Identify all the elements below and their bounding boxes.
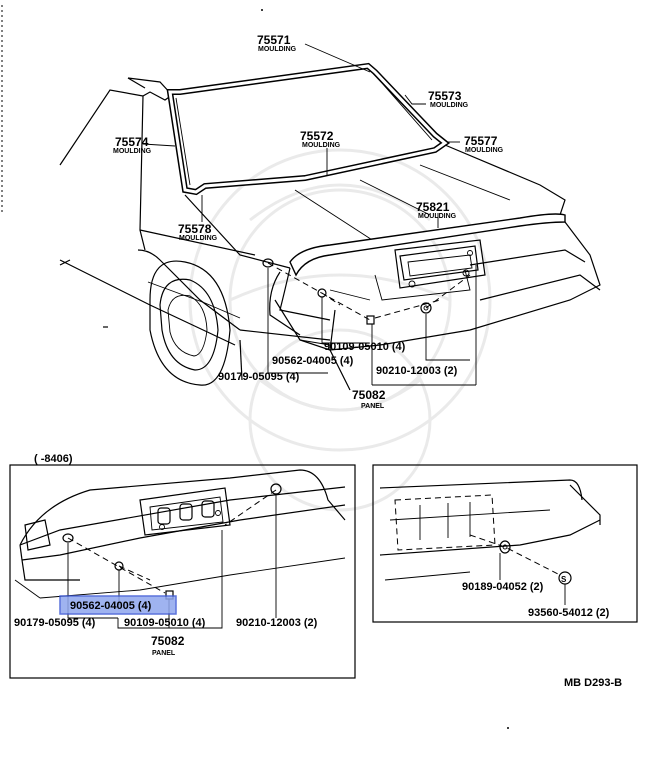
svg-text:MOULDING: MOULDING bbox=[430, 102, 469, 109]
label-75082-panel: 75082 PANEL bbox=[352, 388, 386, 410]
svg-text:75821: 75821 bbox=[416, 200, 450, 214]
svg-text:MOULDING: MOULDING bbox=[418, 213, 457, 220]
main-leader-lines bbox=[142, 43, 477, 386]
label-75574: 75574 MOULDING bbox=[113, 135, 152, 155]
inset-label-75082-panel: 75082 PANEL bbox=[151, 634, 185, 657]
inset-label-90179-05095: 90179-05095 (4) bbox=[14, 617, 96, 629]
svg-text:75578: 75578 bbox=[178, 222, 212, 236]
label-75572: 75572 MOULDING bbox=[300, 129, 341, 149]
label-90179-05095: 90179-05095 (4) bbox=[218, 371, 300, 383]
label-75571: 75571 MOULDING bbox=[257, 33, 297, 53]
watermark-emblem bbox=[188, 148, 492, 512]
svg-text:S: S bbox=[561, 575, 567, 584]
label-75821: 75821 MOULDING bbox=[416, 200, 457, 220]
inset-left: ( -8406) bbox=[9, 453, 356, 679]
svg-text:MOULDING: MOULDING bbox=[179, 235, 218, 242]
inset-label-90562-04005: 90562-04005 (4) bbox=[70, 600, 152, 612]
main-hardware bbox=[262, 258, 471, 325]
inset-left-range: ( -8406) bbox=[34, 453, 73, 465]
inset-label-93560-54012: 93560-54012 (2) bbox=[528, 607, 610, 619]
svg-text:75082: 75082 bbox=[151, 634, 185, 648]
svg-text:PANEL: PANEL bbox=[361, 403, 385, 410]
label-90210-12003: 90210-12003 (2) bbox=[376, 365, 458, 377]
car-rear-view bbox=[59, 62, 601, 391]
inset-label-90210-12003: 90210-12003 (2) bbox=[236, 617, 318, 629]
label-75578: 75578 MOULDING bbox=[178, 222, 218, 242]
stray-dot-2 bbox=[507, 727, 509, 729]
svg-text:75572: 75572 bbox=[300, 129, 334, 143]
label-75577: 75577 MOULDING bbox=[464, 134, 504, 154]
label-75573: 75573 MOULDING bbox=[428, 89, 469, 109]
svg-text:MOULDING: MOULDING bbox=[302, 142, 341, 149]
svg-text:75082: 75082 bbox=[352, 388, 386, 402]
svg-text:MOULDING: MOULDING bbox=[113, 148, 152, 155]
label-90109-05010: 90109-05010 (4) bbox=[324, 341, 406, 353]
svg-text:75573: 75573 bbox=[428, 89, 462, 103]
highlight-90562-04005 bbox=[59, 595, 177, 615]
figure-code: MB D293-B bbox=[564, 677, 622, 689]
svg-text:MOULDING: MOULDING bbox=[465, 147, 504, 154]
inset-label-90189-04052: 90189-04052 (2) bbox=[462, 581, 544, 593]
stray-dot bbox=[261, 9, 263, 11]
label-90562-04005: 90562-04005 (4) bbox=[272, 355, 354, 367]
svg-text:MOULDING: MOULDING bbox=[258, 46, 297, 53]
svg-text:PANEL: PANEL bbox=[152, 650, 176, 657]
inset-right: S bbox=[372, 464, 638, 623]
svg-text:75571: 75571 bbox=[257, 33, 291, 47]
inset-label-90109-05010: 90109-05010 (4) bbox=[124, 617, 206, 629]
svg-text:75574: 75574 bbox=[115, 135, 149, 149]
svg-text:75577: 75577 bbox=[464, 134, 498, 148]
